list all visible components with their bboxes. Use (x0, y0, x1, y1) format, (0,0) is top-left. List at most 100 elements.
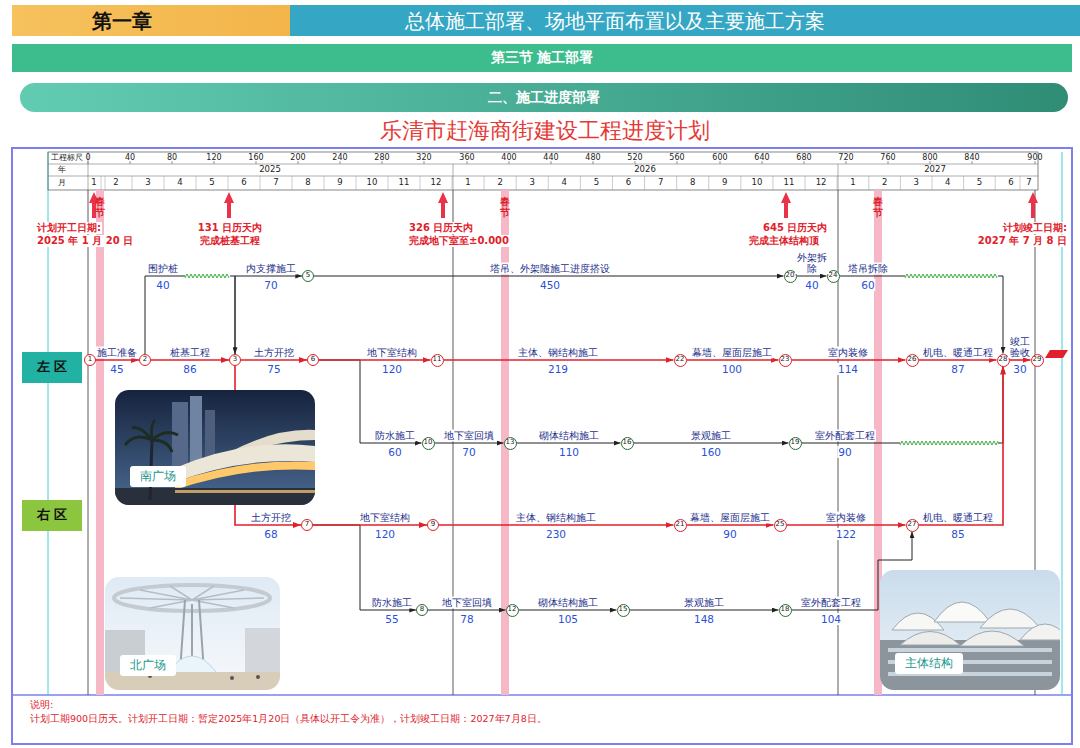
milestone-note: 326 日历天内 (408, 222, 474, 234)
node-number: 7 (305, 521, 309, 529)
network-node: 8 (416, 604, 428, 616)
month-divider (420, 176, 421, 190)
month-divider (516, 176, 517, 190)
month-divider (740, 176, 741, 190)
node-number: 25 (776, 521, 785, 529)
month-label: 2 (882, 178, 887, 188)
duration-number: 160 (700, 446, 722, 458)
node-number: 23 (781, 356, 790, 364)
milestone-arrow (224, 192, 234, 218)
month-label: 6 (1008, 178, 1013, 188)
month-label: 9 (722, 178, 727, 188)
month-label: 12 (431, 178, 442, 188)
activity-arrow (314, 276, 784, 277)
duration-number: 85 (950, 528, 965, 540)
scale-number: 720 (838, 153, 853, 162)
photo-caption: 南广场 (130, 466, 186, 487)
year-label: 2025 (259, 165, 281, 175)
month-divider (228, 176, 229, 190)
scale-number: 440 (543, 153, 558, 162)
node-text: 二、施工进度部署 (488, 90, 600, 105)
duration-number: 75 (266, 363, 281, 375)
node-text: 北广场 (130, 659, 166, 672)
activity-label: 室外配套工程 (800, 597, 862, 609)
activity-arrow (428, 610, 506, 611)
section-bar: 第三节 施工部署 (12, 44, 1072, 72)
month-label: 4 (177, 178, 182, 188)
duration-number: 68 (263, 528, 278, 540)
scale-number: 360 (459, 153, 474, 162)
network-node: 16 (621, 437, 634, 450)
note-heading: 说明: (30, 700, 53, 711)
month-label: 7 (273, 178, 278, 188)
month-divider (356, 176, 357, 190)
month-divider (132, 176, 133, 190)
chapter-title-bar: 总体施工部署、场地平面布置以及主要施工方案 (290, 5, 1080, 36)
milestone-note: 131 日历天内 (197, 222, 263, 234)
network-node: 22 (674, 354, 687, 367)
month-label: 11 (784, 178, 795, 188)
activity-label: 机电、暖通工程 (922, 347, 994, 359)
month-label: 10 (751, 178, 762, 188)
scale-number: 200 (290, 153, 305, 162)
month-divider (995, 176, 996, 190)
month-divider (963, 176, 964, 190)
month-divider (105, 176, 106, 190)
north-plaza-photo (105, 577, 280, 690)
festival-label: 春节 (95, 196, 105, 218)
node-text: 主体结构 (905, 657, 953, 670)
scale-number: 520 (627, 153, 642, 162)
node-number: 3 (233, 356, 237, 364)
month-divider (644, 176, 645, 190)
month-label: 3 (529, 178, 534, 188)
duration-number: 120 (374, 528, 396, 540)
row-heading: 年 (58, 165, 66, 174)
activity-label: 室内装修 (825, 512, 867, 524)
activity-arrow (439, 524, 674, 526)
milestone-note: 完成地下室至±0.000 (408, 235, 510, 247)
node-text: 第一章 (92, 10, 152, 32)
month-label: 9 (337, 178, 342, 188)
float-squiggle (905, 274, 997, 278)
squiggle-backing (905, 275, 998, 278)
duration-number: 104 (820, 613, 842, 625)
activity-arrow (792, 359, 906, 361)
duration-number: 70 (461, 446, 476, 458)
scale-grid (48, 152, 1038, 190)
month-divider (196, 176, 197, 190)
duration-number: 78 (459, 613, 474, 625)
node-number: 22 (676, 356, 685, 364)
duration-number: 100 (721, 363, 743, 375)
network-node: 3 (229, 354, 241, 366)
month-divider (260, 176, 261, 190)
activity-arrow (96, 359, 139, 361)
activity-arrow (797, 276, 827, 277)
node-number: 19 (791, 439, 800, 447)
duration-number: 45 (109, 363, 124, 375)
scale-number: 600 (712, 153, 727, 162)
duration-number: 105 (557, 613, 579, 625)
month-label: 5 (594, 178, 599, 188)
activity-arrow (787, 524, 906, 526)
south-plaza-photo (115, 390, 315, 505)
month-label: 2 (497, 178, 502, 188)
node-number: 1 (88, 356, 92, 364)
scale-number: 120 (206, 153, 221, 162)
network-node: 2 (139, 354, 151, 366)
month-divider (324, 176, 325, 190)
month-divider (708, 176, 709, 190)
duration-number: 30 (1012, 363, 1027, 375)
network-node: 10 (422, 437, 435, 450)
scale-row-line (48, 176, 1038, 177)
scale-number: 800 (922, 153, 937, 162)
network-node: 5 (302, 270, 314, 282)
node-number: 11 (433, 356, 442, 364)
activity-arrow (634, 443, 789, 444)
year-divider (838, 164, 839, 190)
activity-label: 主体、钢结构施工 (515, 512, 597, 524)
duration-number: 219 (547, 363, 569, 375)
milestone-note: 完成桩基工程 (199, 235, 261, 247)
note-text: 计划工期900日历天。计划开工日期：暂定2025年1月20日（具体以开工令为准）… (30, 714, 547, 725)
scale-number: 240 (332, 153, 347, 162)
activity-label: 地下室结构 (366, 347, 418, 359)
